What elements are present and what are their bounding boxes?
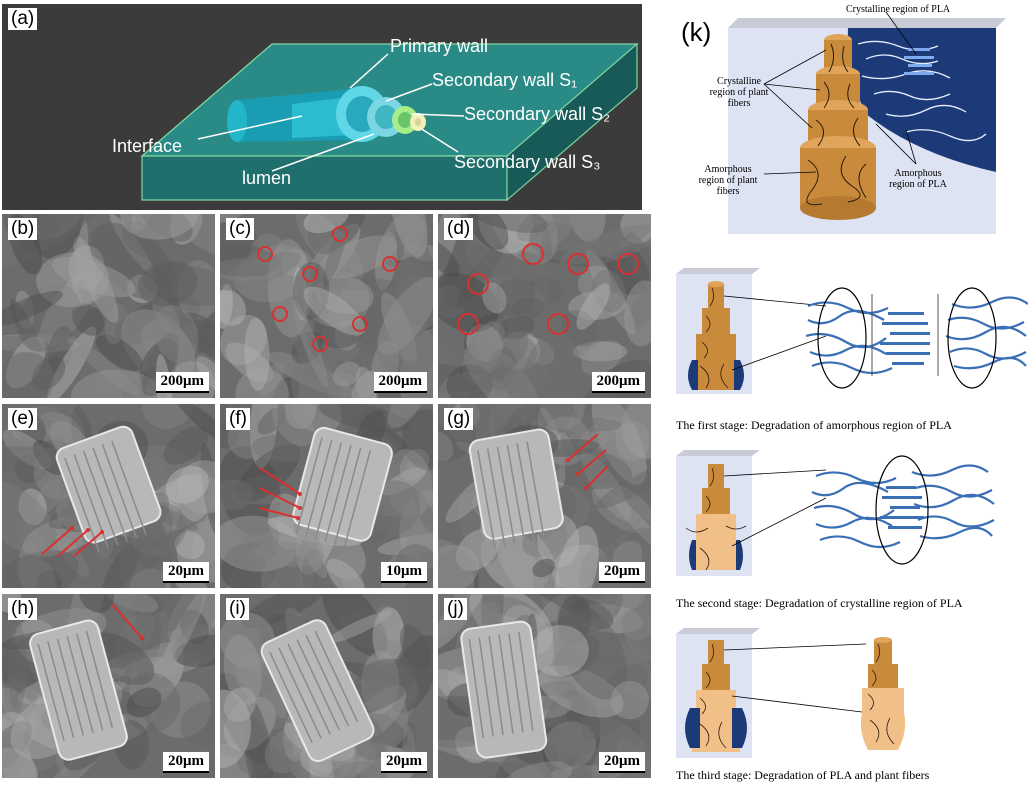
label-crystalline-fiber-line-3: fibers bbox=[727, 98, 751, 109]
label-amorphous-pla: Amorphous region of PLA bbox=[882, 168, 954, 190]
callout-lumen: lumen bbox=[242, 168, 292, 188]
sem-panel: (h) 20μm bbox=[2, 594, 215, 778]
sem-panel: (b) 200μm bbox=[2, 214, 215, 398]
panel-label: (c) bbox=[226, 218, 255, 240]
sem-panel: (d) 200μm bbox=[438, 214, 651, 398]
label-amorphous-fiber-line-1: Amorphous bbox=[704, 164, 752, 175]
label-crystalline-fiber-line-2: region of plant bbox=[709, 87, 769, 98]
stage-1-caption: The first stage: Degradation of amorphou… bbox=[676, 418, 952, 432]
panel-k-schematic: (k) Crystalline region of PLA Crystallin… bbox=[676, 4, 1028, 236]
sem-micrograph-image bbox=[220, 214, 433, 398]
sem-micrograph-image bbox=[220, 594, 433, 778]
highlight-ellipse-left bbox=[817, 287, 867, 389]
scale-bar: 200μm bbox=[155, 372, 209, 393]
panel-a-composite-model: (a) Primary wall Secondary wall S₁ Secon… bbox=[2, 4, 642, 210]
pla-region bbox=[847, 28, 996, 172]
sem-panel: (i) 20μm bbox=[220, 594, 433, 778]
matrix-side-face bbox=[506, 42, 638, 202]
scale-bar: 20μm bbox=[163, 752, 209, 773]
label-amorphous-pla-line-2: region of PLA bbox=[889, 179, 947, 190]
scale-bar: 20μm bbox=[163, 562, 209, 583]
panel-label: (d) bbox=[444, 218, 474, 240]
sem-micrograph-image bbox=[438, 594, 651, 778]
callout-secondary-wall-s1: Secondary wall S₁ bbox=[432, 70, 578, 90]
stage-3-diagram bbox=[676, 626, 1028, 762]
panel-label: (j) bbox=[444, 598, 467, 620]
panel-label: (f) bbox=[226, 408, 250, 430]
scale-bar: 20μm bbox=[599, 562, 645, 583]
label-amorphous-fiber-line-3: fibers bbox=[716, 186, 740, 197]
sem-panel: (g) 20μm bbox=[438, 404, 651, 588]
scale-bar: 10μm bbox=[381, 562, 427, 583]
scale-bar: 20μm bbox=[599, 752, 645, 773]
scale-bar: 20μm bbox=[381, 752, 427, 773]
label-crystalline-fiber-line-1: Crystalline bbox=[717, 76, 761, 87]
sem-panel: (j) 20μm bbox=[438, 594, 651, 778]
stepped-fiber bbox=[800, 34, 876, 220]
scale-bar: 200μm bbox=[373, 372, 427, 393]
degraded-fiber bbox=[860, 637, 906, 750]
matrix-front-face bbox=[141, 155, 508, 201]
sem-micrograph-image bbox=[438, 404, 651, 588]
stage-2-diagram bbox=[676, 448, 1028, 588]
stage-1-diagram bbox=[676, 266, 1028, 406]
panel-label: (h) bbox=[8, 598, 38, 620]
panel-label: (e) bbox=[8, 408, 38, 430]
panel-label-k: (k) bbox=[678, 18, 715, 46]
sem-panel: (f) 10μm bbox=[220, 404, 433, 588]
panel-label-a: (a) bbox=[8, 8, 38, 30]
sem-micrograph-image bbox=[220, 404, 433, 588]
callout-secondary-wall-s3: Secondary wall S₃ bbox=[454, 152, 601, 172]
panel-label: (b) bbox=[8, 218, 38, 240]
callout-interface: Interface bbox=[112, 136, 183, 156]
panel-label: (g) bbox=[444, 408, 474, 430]
label-amorphous-fiber-line-2: region of plant bbox=[698, 175, 758, 186]
highlight-ellipse-right bbox=[947, 287, 997, 389]
sem-panel: (c) 200μm bbox=[220, 214, 433, 398]
composite-3d-model bbox=[140, 42, 639, 202]
stage-3-caption: The third stage: Degradation of PLA and … bbox=[676, 768, 930, 782]
callout-secondary-wall-s2: Secondary wall S₂ bbox=[464, 104, 611, 124]
label-crystalline-fiber: Crystalline region of plant fibers bbox=[704, 76, 774, 109]
label-amorphous-fiber: Amorphous region of plant fibers bbox=[688, 164, 768, 197]
sem-micrograph-image bbox=[2, 214, 215, 398]
scale-bar: 200μm bbox=[591, 372, 645, 393]
stage-2-caption: The second stage: Degradation of crystal… bbox=[676, 596, 963, 610]
label-amorphous-pla-line-1: Amorphous bbox=[894, 168, 942, 179]
sem-panel: (e) 20μm bbox=[2, 404, 215, 588]
sem-micrograph-image bbox=[2, 594, 215, 778]
sem-micrograph-image bbox=[438, 214, 651, 398]
highlight-ellipse-center bbox=[875, 455, 929, 565]
label-crystalline-pla: Crystalline region of PLA bbox=[846, 4, 951, 15]
panel-label: (i) bbox=[226, 598, 249, 620]
callout-primary-wall: Primary wall bbox=[390, 36, 489, 56]
sem-micrograph-image bbox=[2, 404, 215, 588]
